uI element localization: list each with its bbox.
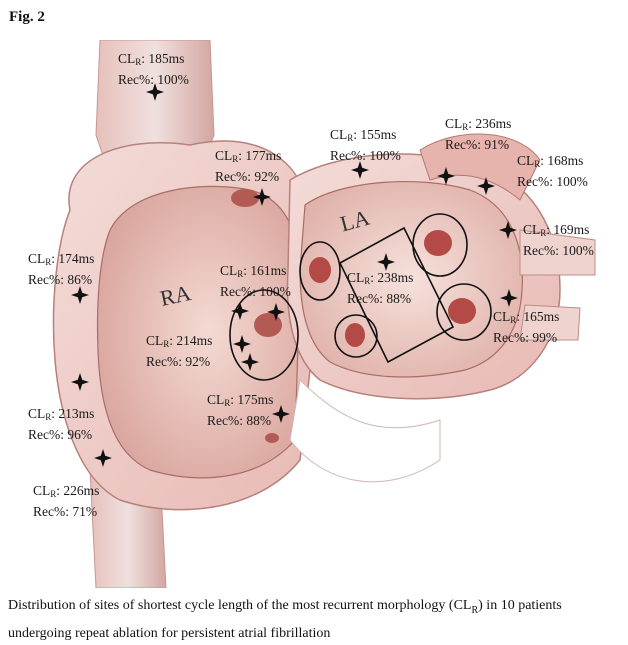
cycle-length: CLR: 236ms	[445, 116, 512, 132]
recurrence-percent: Rec%: 99%	[493, 330, 558, 345]
star-marker-icon	[233, 335, 251, 353]
label-ra: RA	[158, 280, 193, 311]
figure-label: Fig. 2	[9, 9, 45, 25]
star-marker-icon	[71, 373, 89, 391]
star-marker-icon	[253, 188, 271, 206]
star-marker-icon	[351, 161, 369, 179]
cycle-length: CLR: 214ms	[146, 333, 213, 349]
recurrence-percent: Rec%: 71%	[33, 504, 98, 519]
star-marker-icon	[71, 286, 89, 304]
cycle-length: CLR: 238ms	[347, 270, 414, 286]
right-atrium-cavity	[96, 185, 301, 479]
recurrence-percent: Rec%: 92%	[215, 169, 280, 184]
pv-circle	[299, 241, 341, 301]
recurrence-percent: Rec%: 100%	[118, 72, 189, 87]
pv-circle	[436, 283, 492, 341]
recurrence-percent: Rec%: 100%	[523, 243, 594, 258]
ostium	[265, 433, 279, 443]
ostium	[309, 257, 331, 283]
cycle-length: CLR: 155ms	[330, 127, 397, 143]
cycle-length: CLR: 168ms	[517, 153, 584, 169]
cycle-length: CLR: 177ms	[215, 148, 282, 164]
ostium	[231, 189, 259, 207]
posterior-wall-box	[338, 226, 455, 364]
cycle-length: CLR: 174ms	[28, 251, 95, 267]
cycle-length: CLR: 226ms	[33, 483, 100, 499]
star-marker-icon	[94, 449, 112, 467]
caption-sub: R	[471, 604, 479, 616]
ostium	[448, 298, 476, 324]
star-marker-icon	[437, 167, 455, 185]
star-marker-icon	[477, 177, 495, 195]
cycle-length: CLR: 213ms	[28, 406, 95, 422]
cycle-length: CLR: 185ms	[118, 51, 185, 67]
star-marker-icon	[500, 289, 518, 307]
ostium	[424, 230, 452, 256]
recurrence-percent: Rec%: 91%	[445, 137, 510, 152]
ostium	[254, 313, 282, 337]
recurrence-percent: Rec%: 100%	[220, 284, 291, 299]
recurrence-percent: Rec%: 88%	[207, 413, 272, 428]
pv-circle	[334, 314, 378, 358]
caption-text-2: ) in 10 patients undergoing repeat ablat…	[8, 598, 562, 641]
pulmonary-vein-upper	[519, 229, 596, 276]
pulmonary-vein-lower	[519, 304, 581, 341]
left-atrial-appendage	[419, 133, 541, 201]
figure-caption: Distribution of sites of shortest cycle …	[8, 594, 620, 645]
cycle-length: CLR: 161ms	[220, 263, 287, 279]
star-marker-icon	[377, 253, 395, 271]
marker-group	[71, 83, 518, 467]
recurrence-percent: Rec%: 96%	[28, 427, 93, 442]
recurrence-percent: Rec%: 88%	[347, 291, 412, 306]
recurrence-percent: Rec%: 92%	[146, 354, 211, 369]
recurrence-percent: Rec%: 100%	[330, 148, 401, 163]
caption-text-1: Distribution of sites of shortest cycle …	[8, 598, 472, 613]
ostium	[345, 323, 365, 347]
star-marker-icon	[499, 221, 517, 239]
star-marker-icon	[231, 302, 249, 320]
cycle-length: CLR: 175ms	[207, 392, 274, 408]
fossa-circle	[229, 289, 299, 381]
recurrence-percent: Rec%: 100%	[517, 174, 588, 189]
recurrence-percent: Rec%: 86%	[28, 272, 93, 287]
heart-illustration: RA LA	[52, 39, 596, 589]
star-marker-icon	[146, 83, 164, 101]
valve-region	[289, 378, 441, 483]
star-marker-icon	[241, 353, 259, 371]
cycle-length: CLR: 165ms	[493, 309, 560, 325]
star-marker-icon	[267, 303, 285, 321]
star-marker-icon	[272, 405, 290, 423]
cycle-length: CLR: 169ms	[523, 222, 590, 238]
